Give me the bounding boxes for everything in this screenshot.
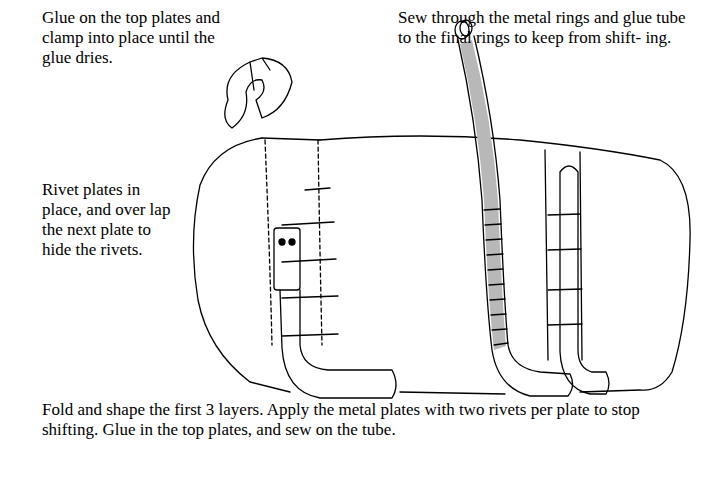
rivet: [279, 239, 285, 245]
strip-edge: [262, 138, 320, 140]
stitch-line: [318, 140, 322, 345]
tube: [280, 290, 396, 398]
stitch-line: [265, 140, 272, 345]
tube: [458, 36, 573, 396]
strip-edge: [545, 150, 582, 360]
tube: [560, 166, 609, 394]
top-plate: [225, 58, 292, 128]
plate-rung: [282, 188, 338, 336]
body-outline: [193, 136, 690, 394]
rivet: [289, 239, 295, 245]
tube-fill: [460, 40, 506, 350]
instruction-note: Rivet plates in place, and over lap the …: [42, 180, 182, 260]
instruction-note: Sew through the metal rings and glue tub…: [398, 8, 698, 48]
plate-rung: [548, 214, 582, 325]
metal-ring: [484, 209, 508, 345]
metal-plate: [274, 228, 300, 290]
instruction-note: Glue on the top plates and clamp into pl…: [42, 8, 220, 68]
caption: Fold and shape the first 3 layers. Apply…: [42, 400, 692, 440]
